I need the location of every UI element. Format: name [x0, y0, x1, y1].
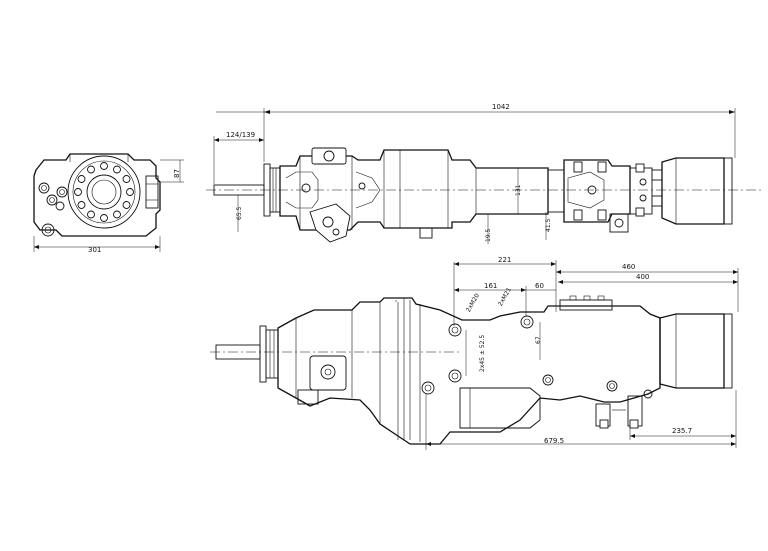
dim-side-161: 161 — [484, 282, 497, 290]
dim-front-offset: 124/139 — [226, 131, 255, 139]
dim-hole-spacing: 2x45 ± 52.5 — [479, 335, 486, 372]
end-view: 301 87 — [33, 153, 184, 254]
dim-bottom-235: 235.7 — [672, 427, 692, 435]
dim-total-length: 1042 — [492, 103, 510, 111]
dim-side-400: 400 — [636, 273, 649, 281]
dim-side-60: 60 — [535, 282, 544, 290]
dim-side-221: 221 — [498, 256, 511, 264]
dim-center-height: 131 — [515, 184, 522, 196]
label-bolt-a: 2xM20 — [465, 292, 481, 313]
dim-end-height: 87 — [173, 169, 181, 178]
dim-lower-a: 19.5 — [485, 228, 492, 242]
dim-side-460: 460 — [622, 263, 635, 271]
dim-lower-b: 41.5 — [545, 218, 552, 232]
dim-bottom-679: 679.5 — [544, 437, 564, 445]
dim-side-67: 67 — [535, 336, 542, 344]
dim-shank-offset: 65.5 — [236, 206, 243, 220]
side-view: 221 161 60 460 400 2xM20 2xM21 2x45 ± 52… — [210, 256, 739, 450]
dim-end-width: 301 — [88, 246, 101, 254]
top-view: 1042 124/139 65.5 131 19.5 41.5 — [206, 103, 762, 244]
label-bolt-b: 2xM21 — [497, 286, 513, 307]
flange-bolt-holes — [74, 162, 134, 222]
